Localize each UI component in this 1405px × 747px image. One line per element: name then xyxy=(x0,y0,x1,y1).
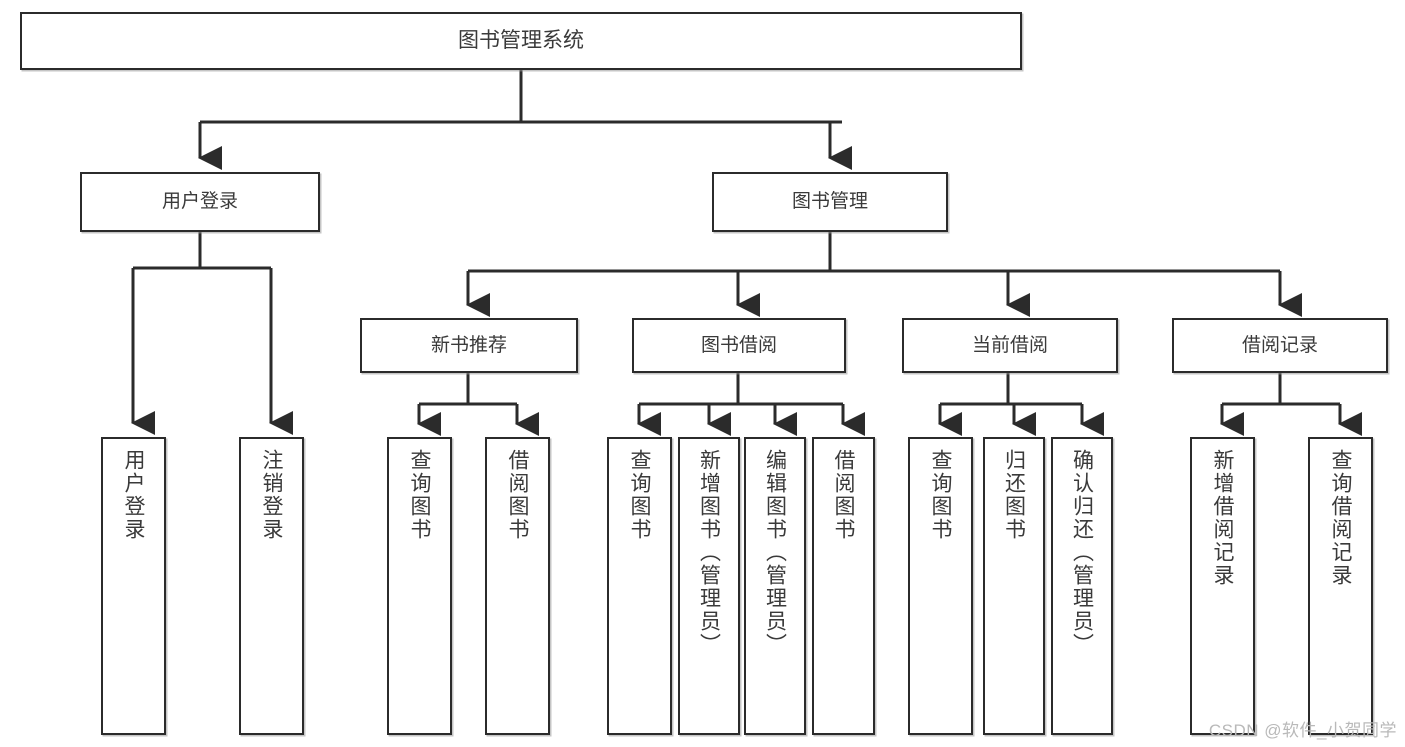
node-label: 借阅记录 xyxy=(1241,334,1318,356)
node-label: 编辑图书（管理员） xyxy=(763,449,787,656)
node-label: 新增借阅记录 xyxy=(1211,449,1234,587)
node-leaf-borrow-books-nbr[interactable]: 借阅图书 xyxy=(485,437,550,735)
node-label: 图书管理 xyxy=(791,191,868,213)
node-leaf-query-books-bb[interactable]: 查询图书 xyxy=(607,437,672,735)
node-book-borrowing[interactable]: 图书借阅 xyxy=(632,318,846,373)
node-label: 查询借阅记录 xyxy=(1329,449,1352,587)
node-label: 查询图书 xyxy=(628,449,651,541)
node-label: 归还图书 xyxy=(1002,449,1026,541)
node-borrowing-records[interactable]: 借阅记录 xyxy=(1172,318,1388,373)
node-label: 图书管理系统 xyxy=(458,28,584,52)
node-leaf-borrow-books-bb[interactable]: 借阅图书 xyxy=(812,437,875,735)
node-label: 借阅图书 xyxy=(506,449,529,541)
node-leaf-return-books[interactable]: 归还图书 xyxy=(983,437,1045,735)
node-user-login[interactable]: 用户登录 xyxy=(80,172,320,232)
node-label: 用户登录 xyxy=(122,449,145,541)
node-label: 查询图书 xyxy=(929,449,952,541)
node-label: 查询图书 xyxy=(408,449,431,541)
node-leaf-query-books-cb[interactable]: 查询图书 xyxy=(908,437,973,735)
node-leaf-user-login[interactable]: 用户登录 xyxy=(101,437,166,735)
node-leaf-query-books-nbr[interactable]: 查询图书 xyxy=(387,437,452,735)
node-new-book-recommendation[interactable]: 新书推荐 xyxy=(360,318,578,373)
node-label: 新书推荐 xyxy=(430,334,507,356)
node-label: 新增图书（管理员） xyxy=(697,449,721,656)
node-leaf-logout[interactable]: 注销登录 xyxy=(239,437,304,735)
node-leaf-add-book-admin[interactable]: 新增图书（管理员） xyxy=(678,437,740,735)
node-leaf-query-borrow-record[interactable]: 查询借阅记录 xyxy=(1308,437,1373,735)
node-label: 确认归还（管理员） xyxy=(1070,449,1094,656)
node-label: 借阅图书 xyxy=(832,449,855,541)
node-current-borrowing[interactable]: 当前借阅 xyxy=(902,318,1118,373)
node-leaf-add-borrow-record[interactable]: 新增借阅记录 xyxy=(1190,437,1255,735)
node-root-book-management-system[interactable]: 图书管理系统 xyxy=(20,12,1022,70)
node-leaf-edit-book-admin[interactable]: 编辑图书（管理员） xyxy=(744,437,806,735)
node-label: 注销登录 xyxy=(260,449,283,541)
node-book-management[interactable]: 图书管理 xyxy=(712,172,948,232)
node-label: 图书借阅 xyxy=(700,334,777,356)
node-label: 当前借阅 xyxy=(971,334,1048,356)
node-label: 用户登录 xyxy=(161,191,238,213)
node-leaf-confirm-return-admin[interactable]: 确认归还（管理员） xyxy=(1051,437,1113,735)
csdn-watermark: CSDN @软件_小贺同学 xyxy=(1208,721,1397,740)
